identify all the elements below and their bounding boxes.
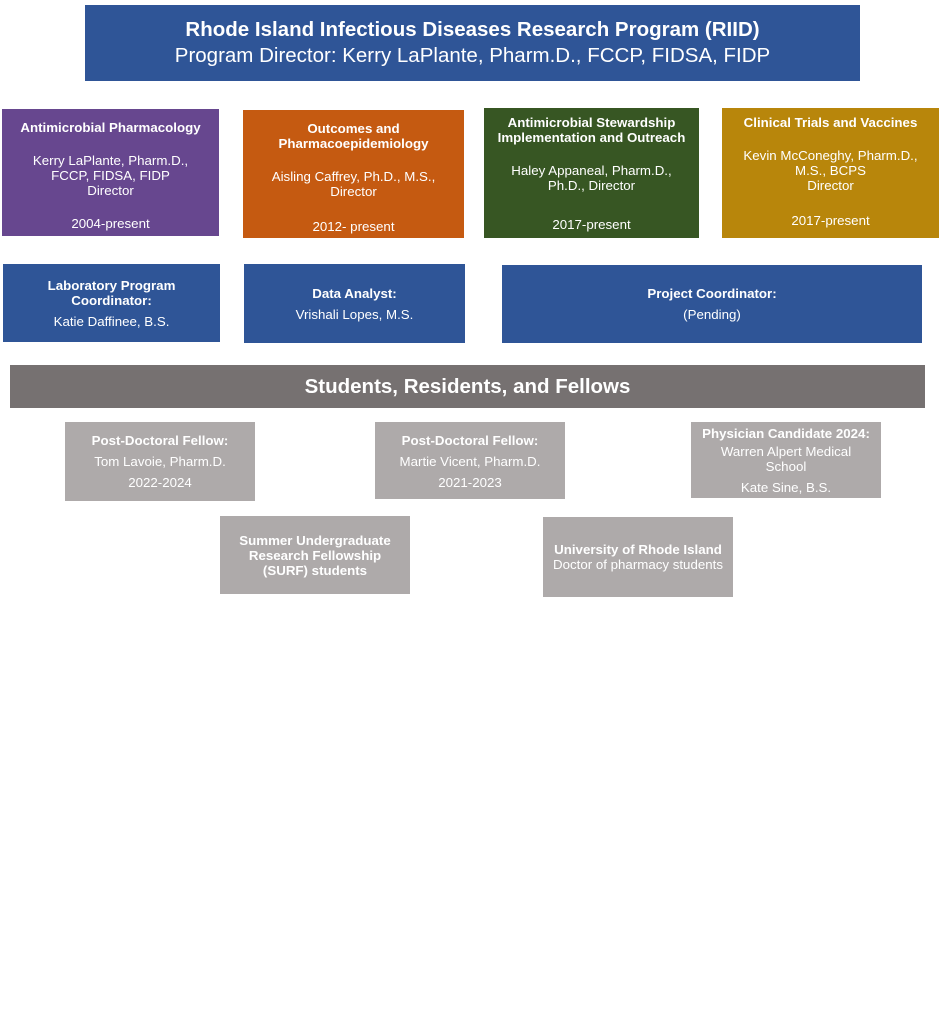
postdoc-fellow-lavoie: Post-Doctoral Fellow: Tom Lavoie, Pharm.…	[65, 422, 255, 501]
division-title: Outcomes and	[307, 121, 400, 136]
staff-name: Vrishali Lopes, M.S.	[295, 306, 414, 322]
division-person-line: Director	[87, 183, 134, 198]
division-person-line: FCCP, FIDSA, FIDP	[51, 168, 170, 183]
division-outcomes-pharmacoepidemiology: Outcomes and Pharmacoepidemiology Aislin…	[243, 110, 464, 238]
student-title: Research Fellowship	[248, 547, 382, 563]
student-line: Martie Vicent, Pharm.D.	[399, 454, 541, 469]
division-person-line: Ph.D., Director	[547, 178, 636, 193]
student-title: Physician Candidate 2024:	[702, 426, 870, 441]
program-director: Program Director: Kerry LaPlante, Pharm.…	[174, 44, 771, 67]
student-title: University of Rhode Island	[554, 542, 722, 557]
program-title: Rhode Island Infectious Diseases Researc…	[185, 18, 760, 41]
physician-candidate: Physician Candidate 2024: Warren Alpert …	[691, 422, 881, 498]
division-person-line: Director	[330, 184, 377, 199]
staff-project-coordinator: Project Coordinator: (Pending)	[502, 265, 922, 343]
division-clinical-trials-vaccines: Clinical Trials and Vaccines Kevin McCon…	[722, 108, 939, 238]
division-title: Implementation and Outreach	[497, 130, 686, 145]
division-years: 2004-present	[71, 216, 150, 231]
division-years: 2012- present	[312, 219, 395, 234]
division-person-line: M.S., BCPS	[795, 163, 866, 178]
division-person-line: Aisling Caffrey, Ph.D., M.S.,	[271, 169, 436, 184]
student-title: Summer Undergraduate	[239, 532, 391, 548]
staff-name: (Pending)	[683, 307, 741, 322]
student-line: Doctor of pharmacy students	[553, 557, 723, 572]
student-line: School	[765, 459, 807, 474]
students-banner: Students, Residents, and Fellows	[10, 365, 925, 408]
staff-role: Coordinator:	[71, 292, 152, 308]
division-person-line: Kevin McConeghy, Pharm.D.,	[743, 148, 918, 163]
staff-data-analyst: Data Analyst: Vrishali Lopes, M.S.	[244, 264, 465, 343]
division-person-line: Director	[807, 178, 854, 193]
division-years: 2017-present	[552, 217, 631, 232]
division-title: Pharmacoepidemiology	[278, 136, 429, 151]
students-banner-title: Students, Residents, and Fellows	[304, 374, 631, 398]
staff-role: Project Coordinator:	[647, 286, 777, 301]
division-years: 2017-present	[791, 213, 870, 228]
division-antimicrobial-pharmacology: Antimicrobial Pharmacology Kerry LaPlant…	[2, 109, 219, 236]
staff-lab-coordinator: Laboratory Program Coordinator: Katie Da…	[3, 264, 220, 342]
staff-role: Data Analyst:	[312, 285, 397, 301]
division-title: Clinical Trials and Vaccines	[743, 115, 918, 130]
division-person-line: Haley Appaneal, Pharm.D.,	[511, 163, 672, 178]
uri-pharmacy-students: University of Rhode Island Doctor of pha…	[543, 517, 733, 597]
student-title: (SURF) students	[262, 562, 368, 578]
student-title: Post-Doctoral Fellow:	[91, 433, 229, 448]
division-title: Antimicrobial Stewardship	[507, 115, 676, 130]
student-line: Kate Sine, B.S.	[740, 480, 832, 495]
student-line: 2021-2023	[438, 475, 502, 490]
staff-name: Katie Daffinee, B.S.	[53, 313, 170, 329]
program-header: Rhode Island Infectious Diseases Researc…	[85, 5, 860, 81]
student-line: Warren Alpert Medical	[720, 444, 852, 459]
student-line: Tom Lavoie, Pharm.D.	[94, 454, 226, 469]
division-title: Antimicrobial Pharmacology	[20, 120, 201, 135]
division-person-line: Kerry LaPlante, Pharm.D.,	[32, 153, 189, 168]
division-antimicrobial-stewardship: Antimicrobial Stewardship Implementation…	[484, 108, 699, 238]
student-title: Post-Doctoral Fellow:	[401, 433, 539, 448]
postdoc-fellow-vicent: Post-Doctoral Fellow: Martie Vicent, Pha…	[375, 422, 565, 499]
student-line: 2022-2024	[128, 475, 192, 490]
staff-role: Laboratory Program	[47, 277, 176, 293]
surf-students: Summer Undergraduate Research Fellowship…	[220, 516, 410, 594]
